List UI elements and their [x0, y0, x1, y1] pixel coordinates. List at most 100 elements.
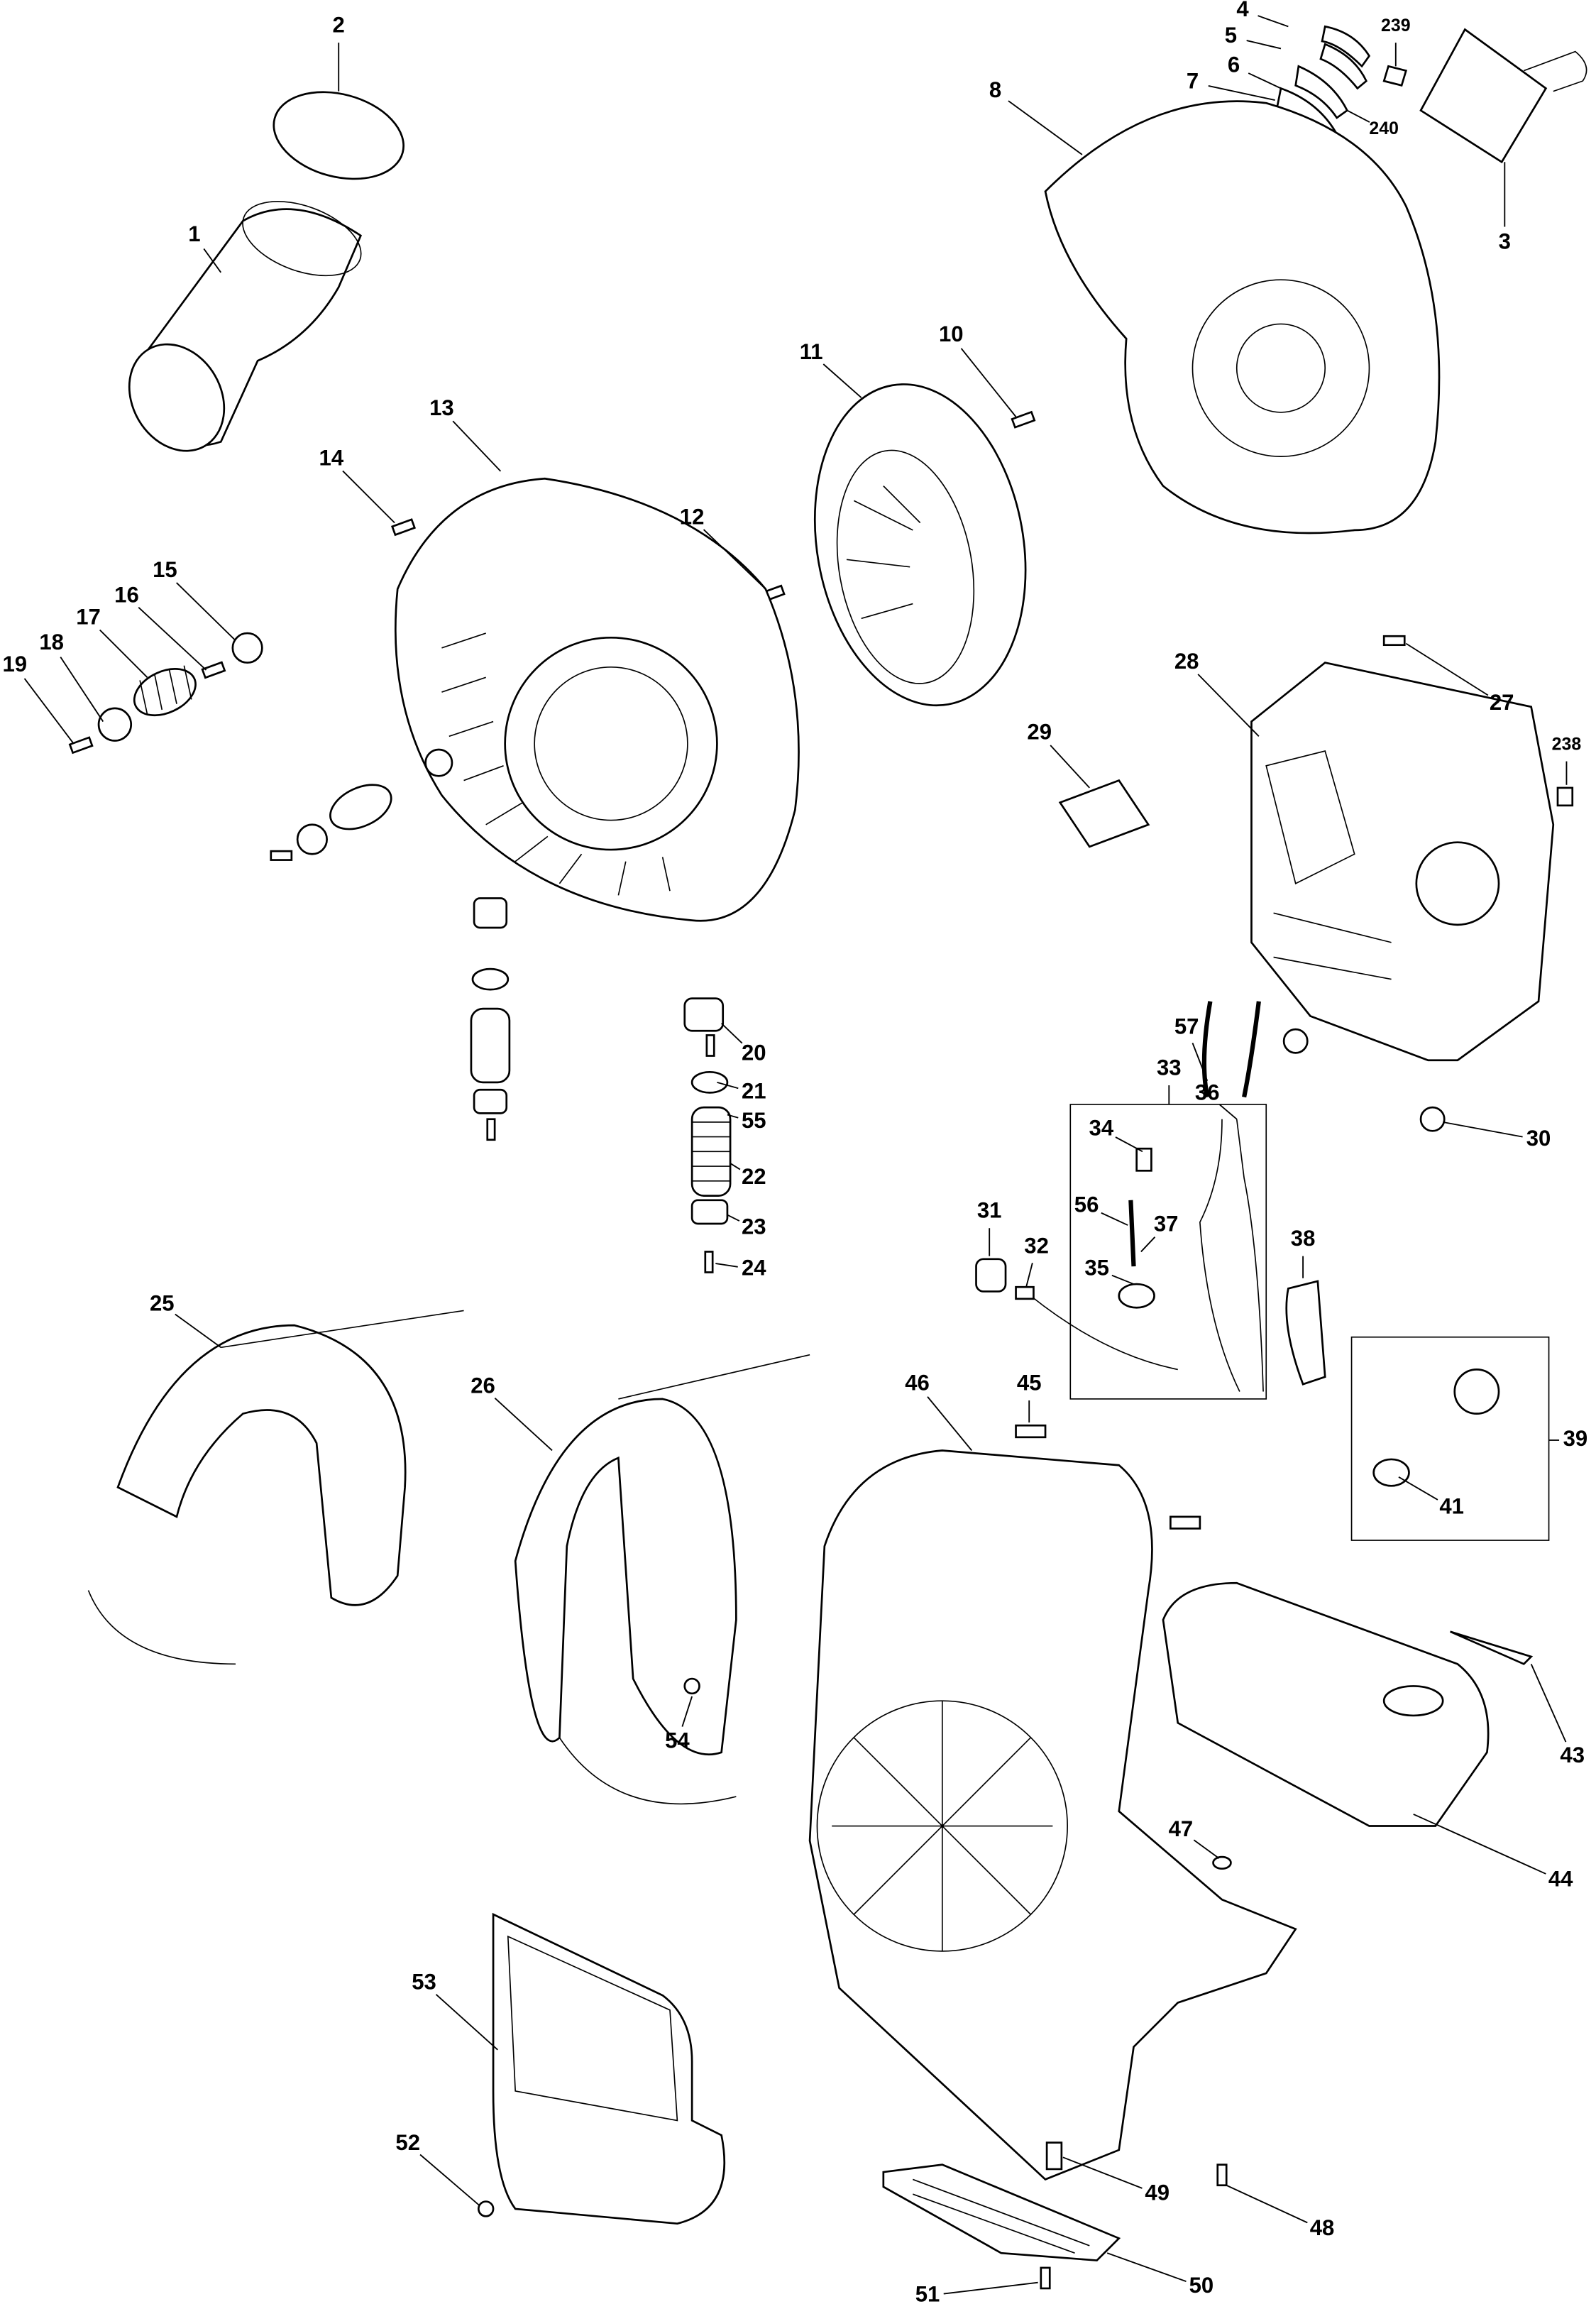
small-label-part — [1382, 65, 1408, 87]
gasket-part — [1372, 1458, 1410, 1487]
screw-part — [201, 661, 226, 679]
leader-line — [1192, 1043, 1209, 1082]
fuel-hose-part — [1030, 1295, 1178, 1371]
fitting-part — [1015, 1285, 1035, 1300]
callout-label-10: 10 — [939, 322, 964, 346]
clip-part — [1170, 1515, 1201, 1530]
callout-label-54: 54 — [665, 1728, 690, 1753]
callout-label-22: 22 — [742, 1164, 766, 1189]
callout-label-3: 3 — [1499, 229, 1511, 254]
leader-line — [727, 1214, 740, 1222]
grommet-part — [1282, 1028, 1309, 1054]
fuel-hose-group-box — [1069, 1104, 1267, 1400]
screw-part — [683, 1677, 700, 1695]
leader-line — [1101, 1212, 1128, 1226]
damper-part — [97, 707, 133, 742]
damper-part — [296, 823, 328, 855]
callout-label-17: 17 — [76, 605, 101, 630]
callout-label-15: 15 — [153, 557, 177, 582]
pad-part — [1321, 25, 1371, 68]
leader-line — [1208, 85, 1275, 101]
leader-line — [1008, 100, 1083, 155]
callout-label-7: 7 — [1187, 68, 1199, 93]
leader-line — [99, 629, 148, 678]
screw-part — [1216, 2163, 1228, 2187]
leader-line — [1111, 1274, 1134, 1285]
screw-part — [477, 2200, 495, 2217]
callout-label-52: 52 — [395, 2130, 420, 2155]
leader-line — [138, 607, 207, 671]
fuel-hose-part — [1235, 1119, 1264, 1392]
screw-part — [390, 518, 417, 537]
callout-label-6: 6 — [1228, 53, 1240, 77]
bottom-plate-part — [882, 2163, 1121, 2261]
fuel-tank-part — [1162, 1581, 1490, 1827]
leader-line — [1025, 1263, 1033, 1288]
shoulder-strap-part — [87, 1310, 464, 1665]
tank-label-part — [1450, 1630, 1534, 1665]
valve-part — [1135, 1147, 1152, 1172]
leader-line — [1219, 1104, 1238, 1120]
leader-line — [494, 1398, 553, 1452]
callout-label-36: 36 — [1195, 1080, 1220, 1105]
grip-part — [1285, 1280, 1326, 1386]
blower-housing-rear-part — [1044, 100, 1441, 534]
leader-line — [452, 420, 502, 472]
callout-label-16: 16 — [114, 582, 139, 607]
callout-label-25: 25 — [150, 1290, 175, 1315]
callout-label-46: 46 — [905, 1370, 930, 1395]
cap-part — [424, 748, 453, 777]
callout-label-33: 33 — [1157, 1055, 1182, 1080]
callout-label-55: 55 — [742, 1108, 766, 1133]
small-label-part — [1556, 786, 1574, 807]
leader-line — [943, 2281, 1038, 2295]
callout-label-2: 2 — [333, 13, 345, 38]
screw-part — [68, 736, 94, 755]
callout-label-57: 57 — [1174, 1014, 1199, 1038]
callout-label-53: 53 — [412, 1970, 436, 1995]
leader-line — [1443, 1121, 1523, 1138]
leader-line — [1140, 1236, 1156, 1253]
callout-label-19: 19 — [2, 652, 27, 676]
leader-line — [927, 1396, 973, 1452]
spring-part — [133, 668, 197, 717]
leader-line — [1226, 2184, 1308, 2224]
callout-label-44: 44 — [1548, 1867, 1573, 1892]
leader-line — [23, 678, 75, 745]
callout-label-39: 39 — [1563, 1426, 1588, 1451]
leader-line — [1062, 2156, 1143, 2189]
leader-line — [342, 470, 395, 524]
fuel-cap-part — [1453, 1369, 1500, 1415]
callout-label-27: 27 — [1490, 690, 1514, 715]
nut-part — [1212, 1855, 1232, 1870]
callout-label-1: 1 — [188, 221, 200, 246]
screw-part — [1040, 2266, 1051, 2290]
callout-label-48: 48 — [1310, 2215, 1335, 2240]
leader-line — [1530, 1663, 1567, 1743]
screw-part — [270, 850, 293, 861]
pad-part — [1319, 43, 1367, 90]
shoulder-strap-part — [514, 1354, 810, 1805]
callout-label-8: 8 — [989, 77, 1001, 102]
hose-part — [1201, 1001, 1261, 1098]
leader-line — [176, 582, 236, 642]
clip-part — [1015, 1424, 1047, 1439]
blower-housing-front-part — [394, 477, 800, 922]
leader-line — [703, 529, 766, 590]
leader-line — [1197, 674, 1260, 737]
clamp-ring-part — [273, 91, 404, 180]
callout-label-23: 23 — [742, 1214, 766, 1239]
callout-label-50: 50 — [1189, 2273, 1214, 2298]
leader-line — [1248, 72, 1282, 89]
callout-label-47: 47 — [1169, 1816, 1194, 1841]
leader-line — [681, 1696, 693, 1727]
screw-part — [1382, 635, 1406, 647]
leader-line — [715, 1263, 738, 1268]
callout-label-240: 240 — [1369, 119, 1399, 138]
leader-line — [435, 1994, 498, 2051]
callout-label-43: 43 — [1560, 1743, 1585, 1767]
nut-part — [1045, 2141, 1063, 2171]
backpack-frame-part — [808, 1449, 1297, 2181]
